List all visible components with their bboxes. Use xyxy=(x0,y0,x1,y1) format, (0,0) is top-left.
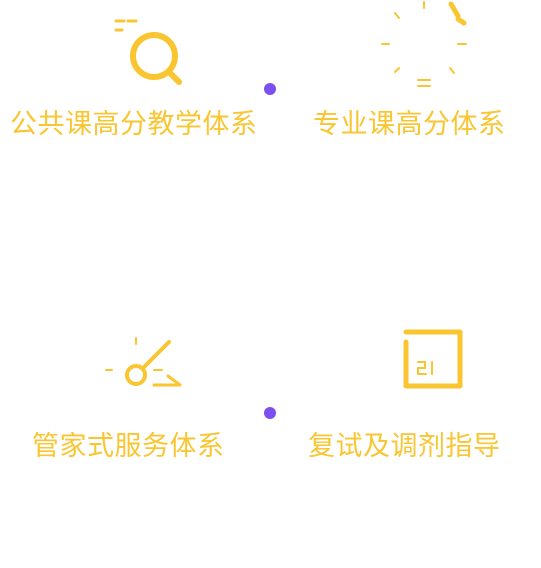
separator-dot-bottom xyxy=(264,407,276,419)
search-icon xyxy=(114,19,182,85)
sparkle-icon xyxy=(381,1,467,87)
feature-label-major-course: 专业课高分体系 xyxy=(313,109,506,140)
feature-label-public-course: 公共课高分教学体系 xyxy=(10,109,258,140)
feature-label-retest-guidance: 复试及调剂指导 xyxy=(308,431,501,462)
separator-dot-top xyxy=(264,83,276,95)
pencil-icon xyxy=(105,337,182,387)
feature-label-concierge-service: 管家式服务体系 xyxy=(32,431,225,462)
document-icon xyxy=(403,329,463,389)
